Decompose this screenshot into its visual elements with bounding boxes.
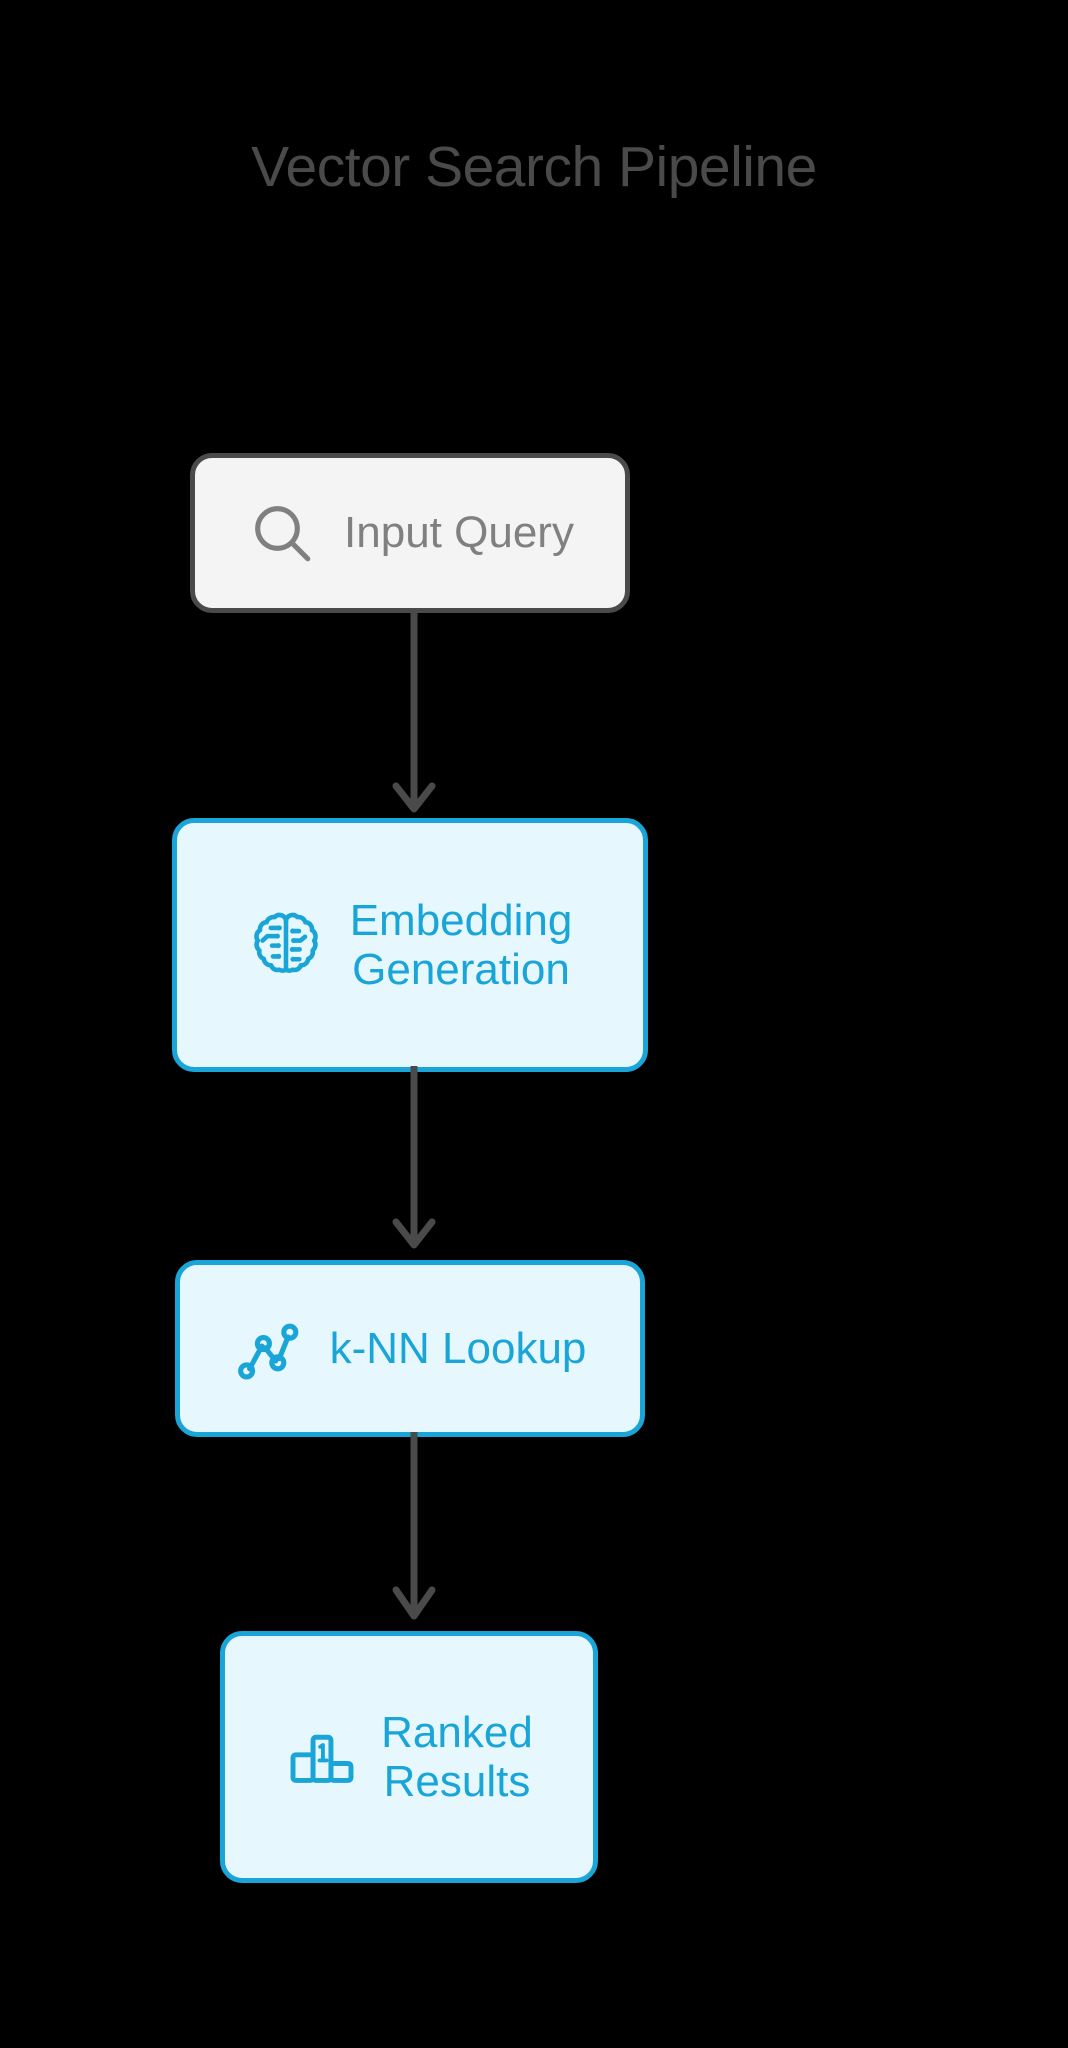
node-ranked-results[interactable]: Ranked Results: [220, 1631, 598, 1883]
node-label-embedding-generation: Embedding Generation: [349, 895, 573, 994]
podium-icon: [285, 1720, 359, 1794]
node-label-ranked-results: Ranked Results: [381, 1707, 533, 1806]
brain-circuit-icon: [248, 907, 324, 983]
connector-embedding-generation-to-knn-lookup: [392, 1066, 436, 1249]
page-title: Vector Search Pipeline: [251, 135, 817, 199]
node-embedding-generation[interactable]: Embedding Generation: [172, 818, 648, 1072]
connector-knn-lookup-to-ranked-results: [392, 1432, 436, 1620]
search-icon: [246, 497, 318, 569]
node-label-input-query: Input Query: [344, 508, 574, 558]
node-knn-lookup[interactable]: k-NN Lookup: [175, 1260, 645, 1437]
node-label-knn-lookup: k-NN Lookup: [329, 1323, 587, 1373]
node-input-query[interactable]: Input Query: [190, 453, 630, 613]
connector-input-query-to-embedding-generation: [392, 610, 436, 813]
connected-scatter-icon: [234, 1313, 306, 1385]
